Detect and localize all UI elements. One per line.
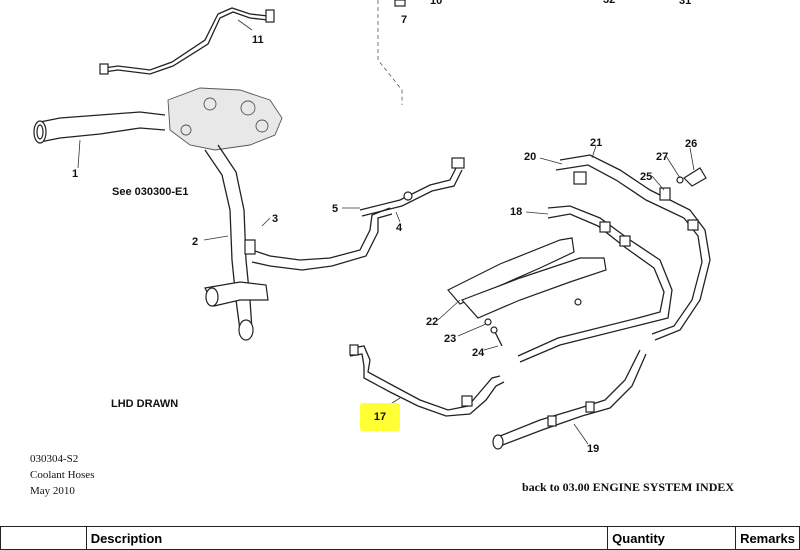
part-1-hose <box>33 111 166 144</box>
part-7-clip <box>394 0 406 7</box>
see-reference-label: See 030300-E1 <box>112 186 189 198</box>
column-header-description: Description <box>85 526 609 550</box>
dashed-reference-line <box>377 0 403 105</box>
callout-10[interactable]: 10 <box>430 0 442 7</box>
callout-7[interactable]: 7 <box>401 14 407 26</box>
callout-31[interactable]: 31 <box>679 0 691 7</box>
part-2-hose <box>204 144 269 341</box>
callout-5[interactable]: 5 <box>332 203 338 215</box>
callout-25[interactable]: 25 <box>640 171 652 183</box>
thermostat-housing <box>167 87 283 151</box>
callout-27[interactable]: 27 <box>656 151 668 163</box>
callout-4[interactable]: 4 <box>396 222 403 234</box>
exploded-parts-diagram: 1 2 3 4 5 7 10 11 18 19 20 21 22 23 24 2… <box>33 0 711 455</box>
callout-24[interactable]: 24 <box>472 347 485 359</box>
back-to-index-link[interactable]: back to 03.00 ENGINE SYSTEM INDEX <box>522 480 735 494</box>
callout-17[interactable]: 17 <box>373 411 387 423</box>
part-11-pipe <box>99 7 275 75</box>
callout-20[interactable]: 20 <box>524 151 536 163</box>
callout-18[interactable]: 18 <box>510 206 522 218</box>
part-3-hose <box>244 207 393 271</box>
callout-2[interactable]: 2 <box>192 236 198 248</box>
callout-19[interactable]: 19 <box>587 443 599 455</box>
callout-3[interactable]: 3 <box>272 213 278 225</box>
part-18-hose <box>517 205 673 363</box>
part-17-hose <box>349 344 505 417</box>
part-4-pipe <box>359 157 465 217</box>
parts-table: Description Quantity Remarks <box>0 526 800 550</box>
parts-20-21-hose-assembly <box>555 154 711 341</box>
part-19-pipe <box>492 349 647 450</box>
column-header-quantity: Quantity <box>607 526 737 550</box>
part-24-bolt <box>490 326 503 347</box>
reference-date: May 2010 <box>30 485 75 497</box>
callout-21[interactable]: 21 <box>590 137 602 149</box>
callout-23[interactable]: 23 <box>444 333 456 345</box>
reference-block: 030304-S2 Coolant Hoses May 2010 <box>30 451 94 499</box>
parts-table-header-row: Description Quantity Remarks <box>0 526 800 550</box>
column-header-ref <box>0 526 87 550</box>
callout-32[interactable]: 32 <box>603 0 615 6</box>
callout-22[interactable]: 22 <box>426 316 438 328</box>
part-22-23-bracket <box>447 237 607 326</box>
column-header-remarks: Remarks <box>735 526 800 550</box>
reference-code: 030304-S2 <box>30 453 79 465</box>
callout-1[interactable]: 1 <box>72 168 78 180</box>
callout-26[interactable]: 26 <box>685 138 697 150</box>
callout-17-highlight <box>360 403 400 431</box>
callout-11[interactable]: 11 <box>252 34 264 46</box>
drawn-note: LHD DRAWN <box>111 398 179 410</box>
reference-title: Coolant Hoses <box>30 469 95 481</box>
